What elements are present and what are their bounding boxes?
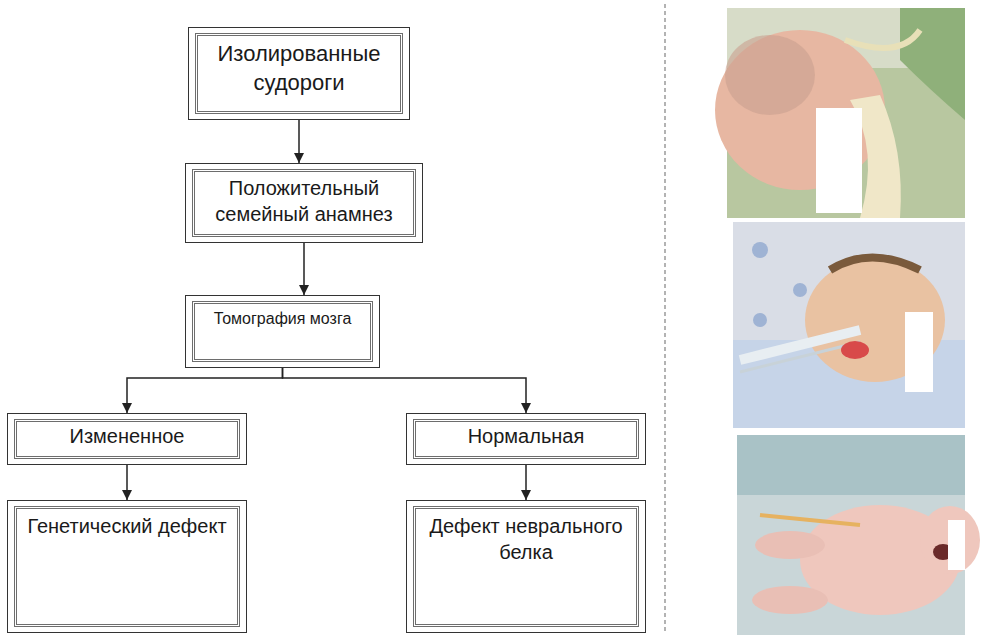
inner-frame: Дефект неврального белка [413,506,639,627]
process-box: Дефект неврального белка [406,500,646,633]
inner-frame: Томография мозга [192,301,373,362]
box-text: Томография мозга [195,304,370,333]
arrow-connector [127,368,283,413]
process-box: Положительный семейный анамнез [185,163,423,243]
box-text: Нормальная [416,422,636,452]
box-text: Измененное [17,422,237,452]
photo [715,8,965,218]
inner-frame: Нормальная [413,419,639,459]
process-box: Генетический дефект [7,500,247,633]
process-box: Нормальная [406,413,646,465]
inner-frame: Положительный семейный анамнез [192,169,416,237]
box-text: Положительный семейный анамнез [195,172,413,230]
divider-line [664,4,666,633]
arrow-connector [283,368,527,413]
inner-frame: Генетический дефект [14,506,240,627]
box-text: Дефект неврального белка [416,509,636,568]
process-box: Изолированные судороги [188,27,410,120]
photo [737,435,980,635]
arrow-connector [303,243,305,295]
arrow-connector [126,465,128,500]
process-box: Измененное [7,413,247,465]
inner-frame: Измененное [14,419,240,459]
inner-frame: Изолированные судороги [195,33,403,114]
box-text: Генетический дефект [17,509,237,542]
arrow-connector [525,465,527,500]
process-box: Томография мозга [185,295,380,368]
arrow-connector [298,120,300,163]
box-text: Изолированные судороги [198,36,400,100]
photo [733,222,965,428]
